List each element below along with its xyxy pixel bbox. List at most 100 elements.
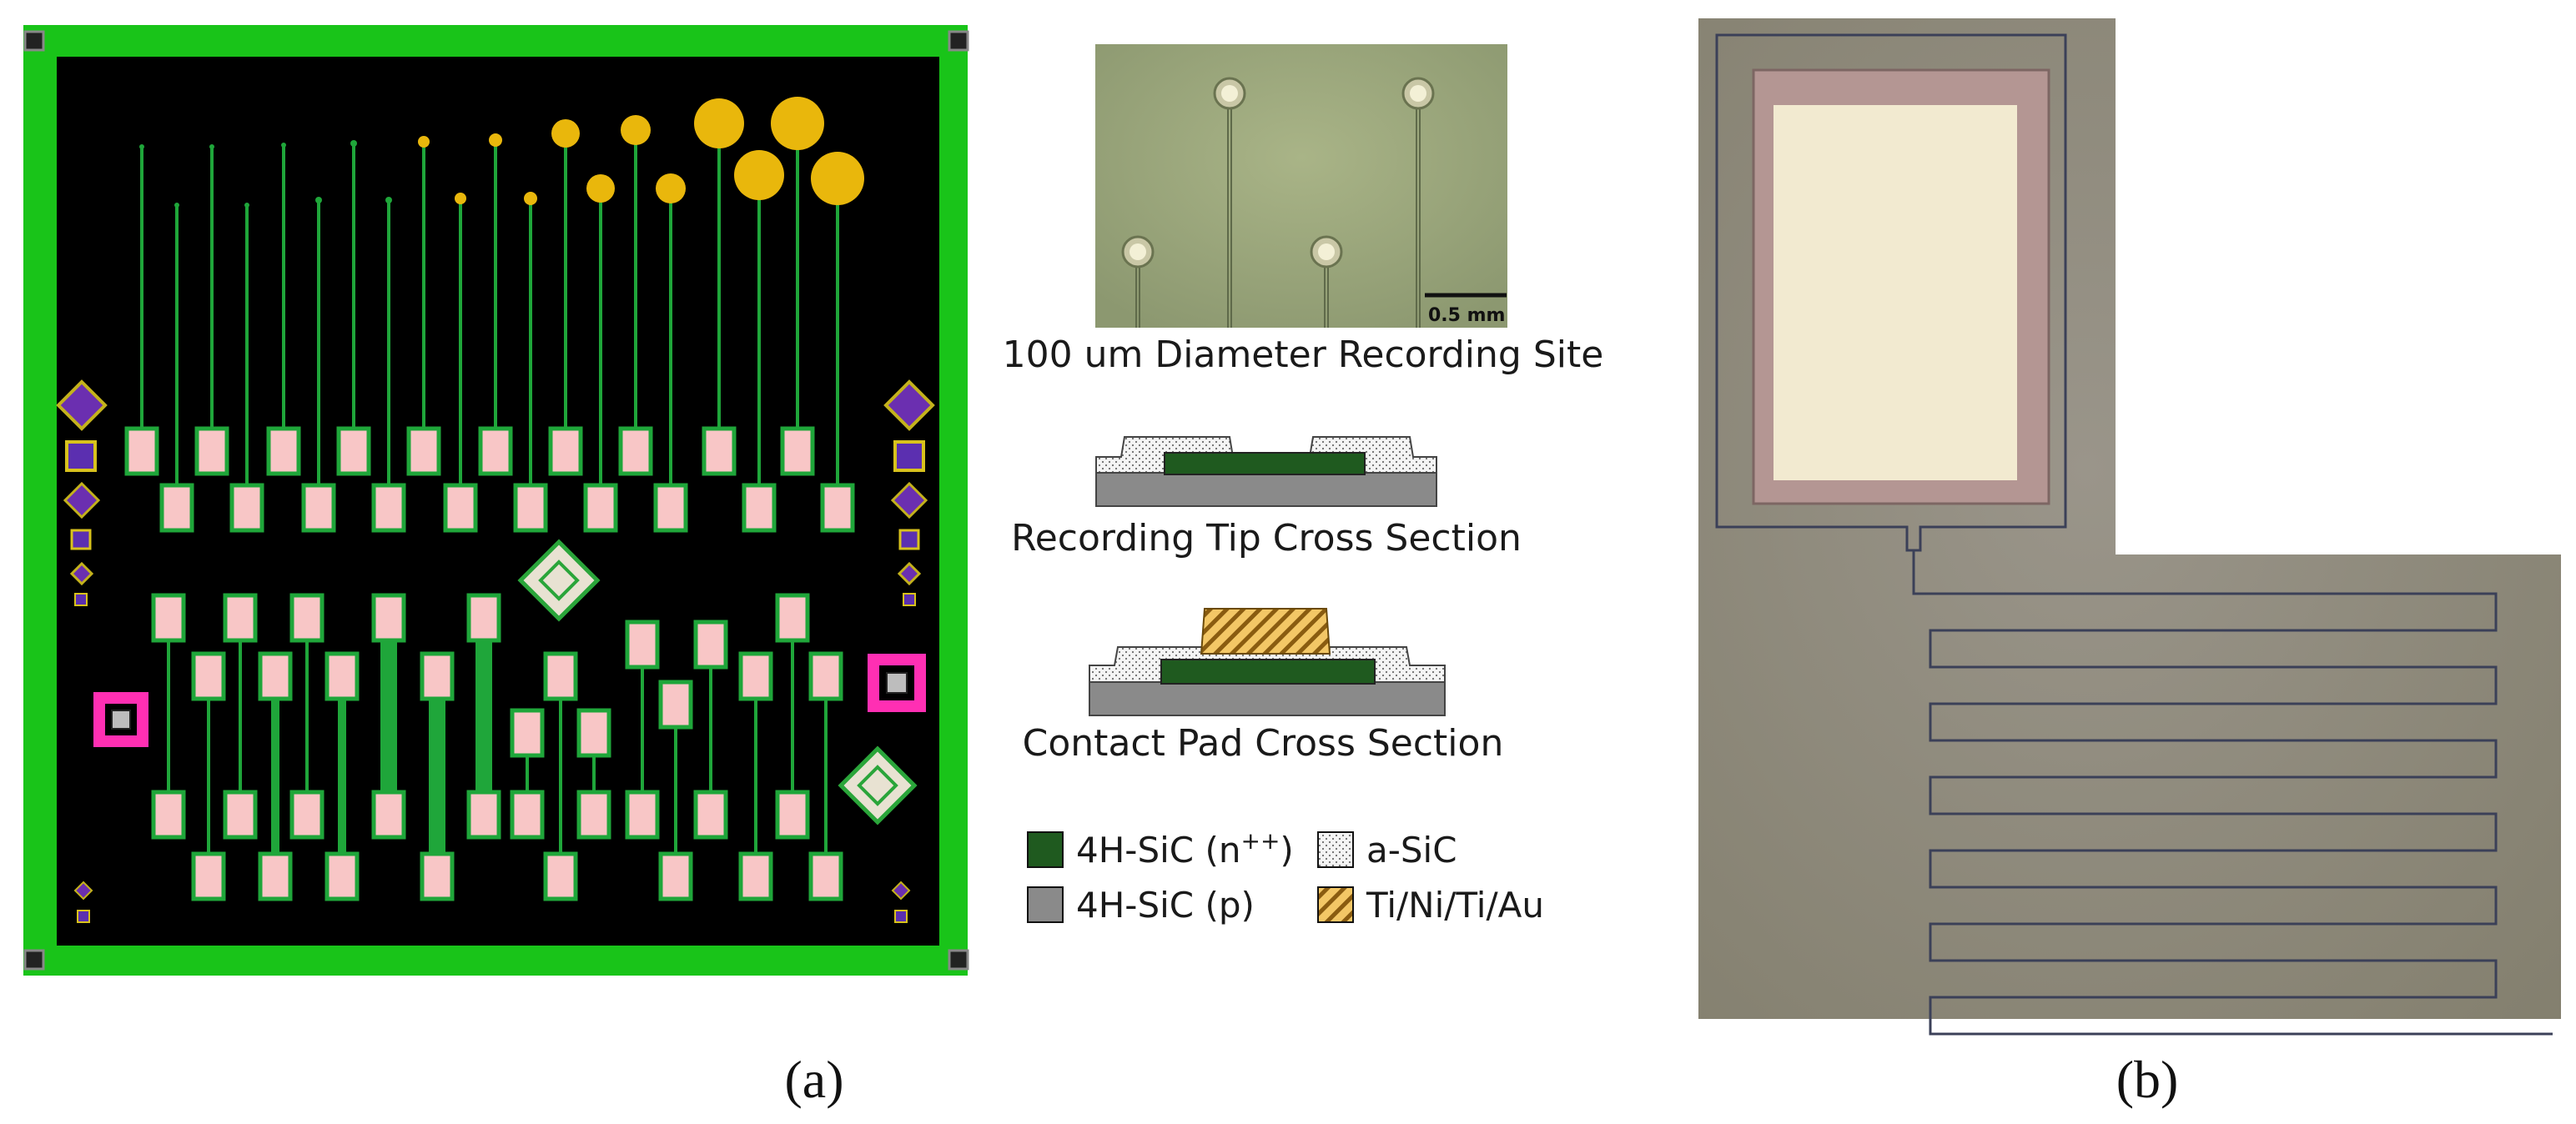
upper-site-5	[315, 197, 322, 203]
lower-probe-traces	[167, 595, 828, 854]
upper-pad-3	[229, 483, 264, 533]
micro-site-1	[1410, 85, 1426, 102]
lower-trace-13	[674, 682, 677, 854]
lower-pad-top-12	[625, 620, 660, 670]
panel-b-caption: (b)	[2116, 1050, 2179, 1109]
scale-bar-label: 0.5 mm	[1428, 305, 1505, 326]
upper-pad-18	[780, 426, 815, 476]
lower-trace-8	[475, 595, 492, 792]
legend-label-n-sic: 4H-SiC (n++)	[1076, 827, 1294, 871]
lower-pad-top-4	[289, 593, 325, 643]
lower-trace-0	[167, 595, 170, 792]
lower-pad-top-9	[510, 708, 545, 758]
upper-pad-0	[124, 426, 159, 476]
contact-pad-caption: Contact Pad Cross Section	[1023, 722, 1504, 765]
corner-markers	[23, 30, 969, 971]
micro-site-0	[1221, 85, 1238, 102]
lower-pad-bottom-7	[420, 851, 455, 901]
recording-tip-cross-section	[1095, 436, 1437, 507]
upper-pad-1	[159, 483, 194, 533]
lower-pad-bottom-4	[289, 790, 325, 840]
upper-site-17	[734, 150, 784, 200]
upper-site-3	[244, 203, 249, 208]
lower-contact-pads	[151, 593, 843, 901]
legend-item-p-sic: 4H-SiC (p)	[1027, 885, 1255, 926]
lower-pad-top-5	[325, 651, 360, 701]
lower-trace-3	[271, 654, 279, 854]
legend-item-metal: Ti/Ni/Ti/Au	[1317, 885, 1544, 926]
contact-pad-cross-section	[1089, 608, 1446, 716]
device-micrograph	[1698, 18, 2561, 1036]
upper-site-0	[139, 144, 144, 149]
upper-site-13	[586, 174, 615, 203]
upper-pad-9	[443, 483, 478, 533]
legend-swatch-a-sic	[1317, 831, 1354, 868]
upper-site-1	[174, 203, 179, 208]
lower-pad-bottom-0	[151, 790, 186, 840]
lower-pad-bottom-9	[510, 790, 545, 840]
lower-pad-top-3	[258, 651, 293, 701]
micrograph-probes	[1121, 77, 1435, 328]
lower-trace-6	[380, 595, 397, 792]
lower-pad-bottom-13	[658, 851, 693, 901]
legend-label-p-sic: 4H-SiC (p)	[1076, 885, 1255, 926]
diamond-marker-right	[838, 745, 918, 825]
lower-pad-bottom-6	[371, 790, 406, 840]
micrograph-caption: 100 um Diameter Recording Site	[1003, 334, 1604, 376]
upper-site-9	[455, 193, 466, 204]
alignment-marker-right	[868, 654, 926, 712]
upper-pad-8	[406, 426, 441, 476]
legend-swatch-n-sic	[1027, 831, 1064, 868]
micro-site-3	[1318, 243, 1335, 260]
upper-recording-sites	[139, 97, 864, 208]
lower-pad-bottom-16	[775, 790, 810, 840]
upper-site-10	[489, 133, 502, 147]
lower-pad-bottom-1	[191, 851, 226, 901]
legend-swatch-metal	[1317, 886, 1354, 923]
lower-pad-top-0	[151, 593, 186, 643]
legend-item-a-sic: a-SiC	[1317, 830, 1457, 871]
upper-site-14	[621, 115, 651, 145]
lower-trace-10	[559, 654, 562, 854]
alignment-marker-left	[93, 692, 148, 747]
upper-site-18	[771, 97, 824, 150]
upper-site-6	[350, 140, 357, 147]
lower-pad-top-14	[693, 620, 728, 670]
lower-trace-17	[824, 654, 828, 854]
lower-trace-12	[641, 622, 644, 792]
lower-pad-bottom-5	[325, 851, 360, 901]
upper-pad-4	[266, 426, 301, 476]
upper-pad-6	[336, 426, 371, 476]
lower-trace-4	[305, 595, 309, 792]
legend-item-n-sic: 4H-SiC (n++)	[1027, 827, 1294, 871]
upper-site-16	[694, 98, 744, 148]
upper-site-11	[524, 192, 537, 205]
upper-site-15	[656, 173, 686, 203]
lower-pad-bottom-8	[466, 790, 501, 840]
recording-tip-caption: Recording Tip Cross Section	[1011, 517, 1522, 559]
upper-pad-16	[702, 426, 737, 476]
upper-pad-10	[478, 426, 513, 476]
lower-pad-top-8	[466, 593, 501, 643]
diamond-marker-center	[517, 539, 601, 622]
legend-label-a-sic: a-SiC	[1366, 830, 1457, 871]
upper-site-12	[551, 119, 580, 148]
legend: 4H-SiC (n++) a-SiC 4H-SiC (p) Ti/Ni/Ti/A…	[1027, 827, 1544, 926]
contact-pad-opening	[1774, 105, 2017, 480]
upper-pad-7	[371, 483, 406, 533]
lower-pad-bottom-3	[258, 851, 293, 901]
lower-trace-2	[239, 595, 242, 792]
upper-pad-14	[618, 426, 653, 476]
lower-pad-bottom-12	[625, 790, 660, 840]
upper-pad-15	[653, 483, 688, 533]
upper-pad-11	[513, 483, 548, 533]
layout-diagram	[23, 25, 969, 976]
lower-pad-top-11	[576, 708, 611, 758]
micro-site-2	[1130, 243, 1146, 260]
upper-contact-pads	[124, 426, 855, 533]
side-markers-right	[883, 379, 935, 923]
lower-trace-16	[791, 595, 794, 792]
side-markers-left	[56, 379, 108, 923]
upper-site-7	[385, 197, 392, 203]
